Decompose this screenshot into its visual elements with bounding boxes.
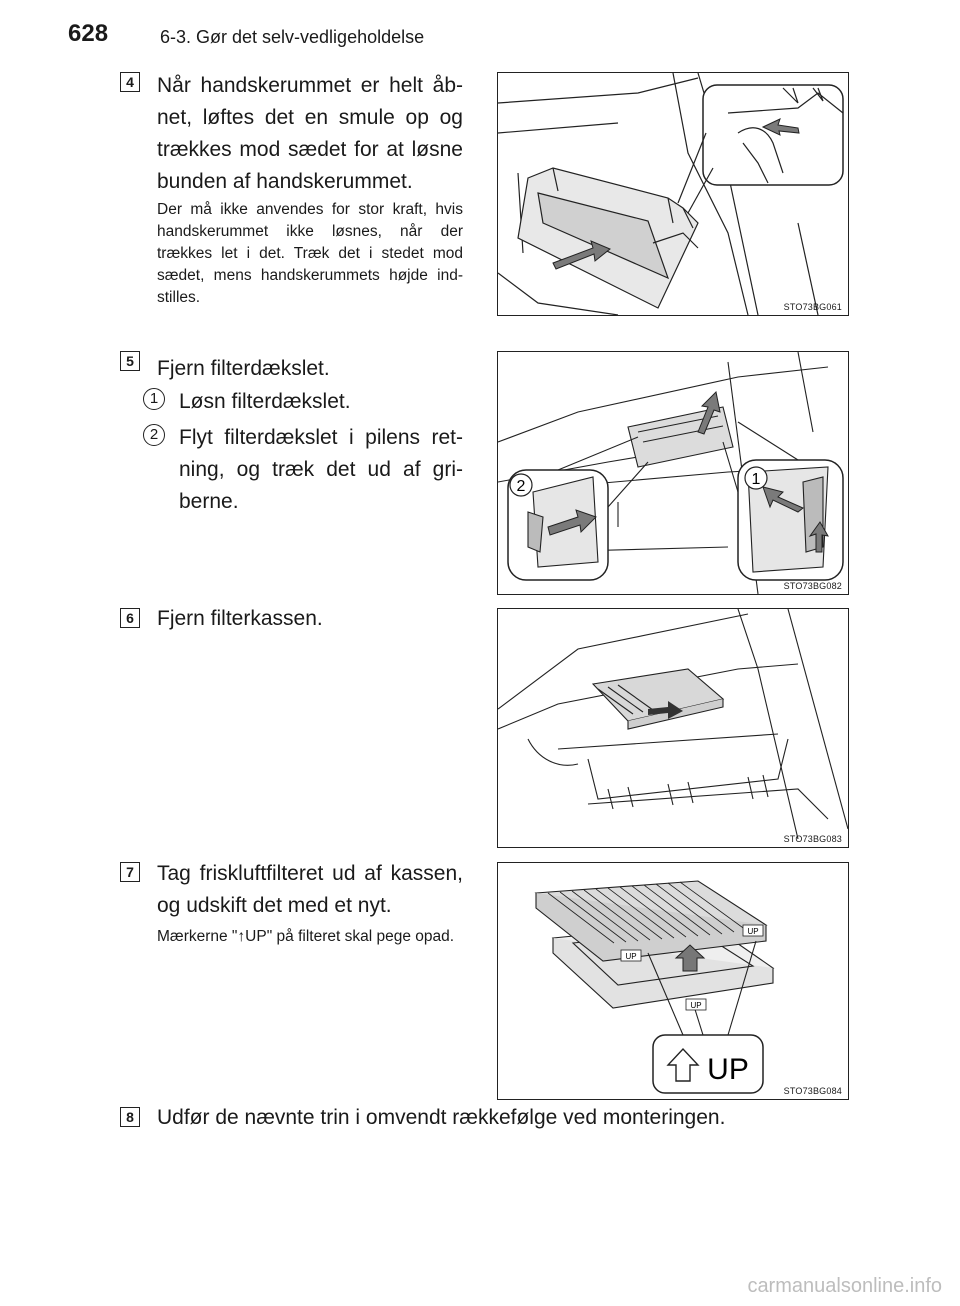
- step-6-badge: 6: [120, 608, 140, 628]
- step-7-badge: 7: [120, 862, 140, 882]
- step-7-text: Tag friskluftfilteret ud af kassen, og u…: [157, 862, 463, 917]
- up-mark-1: UP: [625, 952, 636, 961]
- figure-glovebox: STO73BG061: [497, 72, 849, 316]
- figure-code: STO73BG082: [783, 581, 842, 591]
- figure-filter-case: STO73BG083: [497, 608, 849, 848]
- up-callout-label: UP: [707, 1053, 749, 1086]
- page-number: 628: [68, 20, 109, 47]
- up-mark-3: UP: [690, 1001, 701, 1010]
- figure-code: STO73BG084: [783, 1086, 842, 1096]
- figure-filter-cover: 2 1 STO73BG082: [497, 351, 849, 595]
- substep-2-text: Flyt filterdækslet i pilens ret­ning, og…: [179, 426, 463, 513]
- step-4-badge: 4: [120, 72, 140, 92]
- step-4-text: Når handskerummet er helt åb­net, løftes…: [157, 74, 463, 193]
- step-8-text: Udfør de nævnte trin i omvendt rækkefølg…: [157, 1106, 726, 1129]
- step-6-text: Fjern filterkassen.: [157, 607, 323, 630]
- substep-2-number: 2: [143, 424, 165, 446]
- figure-code: STO73BG083: [783, 834, 842, 844]
- substep-1-number: 1: [143, 388, 165, 410]
- figure-air-filter: UP UP UP UP STO73BG084: [497, 862, 849, 1100]
- callout-2: 2: [517, 478, 526, 495]
- substep-1-text: Løsn filterdækslet.: [179, 390, 351, 413]
- section-title: 6-3. Gør det selv-vedligeholdelse: [160, 27, 425, 47]
- step-7-note: Mærkerne "↑UP" på filteret skal pege opa…: [157, 928, 455, 945]
- figure-code: STO73BG061: [783, 302, 842, 312]
- air-filter-illustration: UP UP UP UP: [534, 880, 775, 1094]
- callout-1: 1: [752, 471, 761, 488]
- step-4-note: Der må ikke anvendes for stor kraft, hvi…: [157, 201, 463, 306]
- filter-cover-illustration: 2 1: [498, 352, 844, 594]
- step-5-text: Fjern filterdækslet.: [157, 357, 330, 380]
- filter-case-illustration: [498, 609, 848, 840]
- up-mark-2: UP: [747, 927, 758, 936]
- step-8-badge: 8: [120, 1107, 140, 1127]
- step-5-badge: 5: [120, 351, 140, 371]
- watermark: carmanualsonline.info: [747, 1275, 942, 1297]
- glovebox-illustration: [498, 73, 844, 315]
